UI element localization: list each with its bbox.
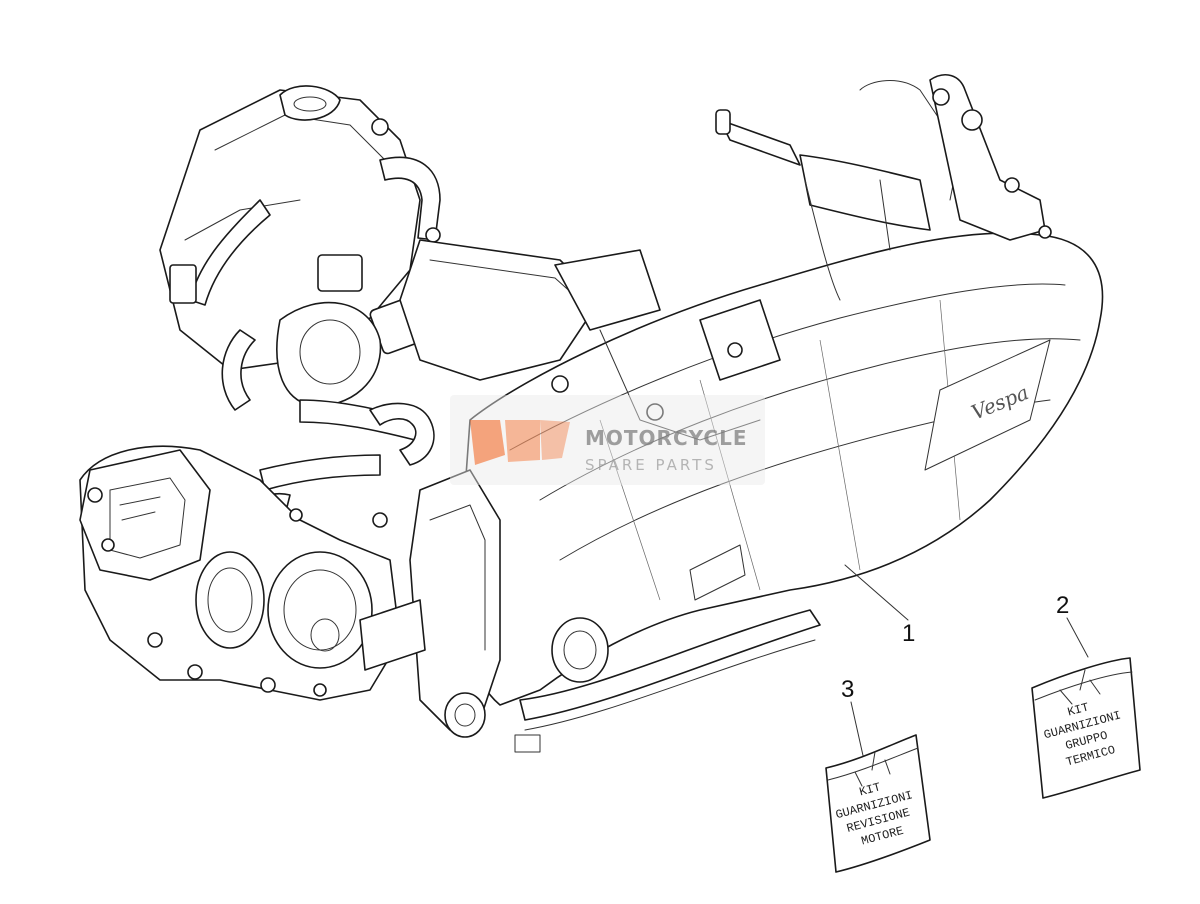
kit-2-line-1: KIT [1066,700,1090,719]
watermark-subtitle: SPARE PARTS [585,456,717,474]
rear-axle-bracket [715,74,1052,301]
kit-3-line-1: KIT [858,780,882,799]
intake-manifold [221,239,664,421]
kit-bag-3 [825,734,931,873]
upper-bracket [554,249,781,441]
crankcase [79,445,401,701]
callout-1[interactable]: 1 [844,564,915,647]
leader-line-2 [1066,617,1089,658]
callout-label-3: 3 [841,676,854,703]
stator-cover [267,551,373,669]
callout-label-1: 1 [902,620,915,647]
gasket-kit-engine-overhaul[interactable]: 3 KIT GUARNIZIONI REVISIONE MOTORE [825,676,931,873]
watermark-title: MOTORCYCLE [585,426,747,450]
gasket-kit-cylinder[interactable]: 2 KIT GUARNIZIONI GRUPPO TERMICO [1031,592,1141,799]
leader-line-1 [844,564,909,621]
watermark: MOTORCYCLE SPARE PARTS [450,395,765,485]
callout-label-2: 2 [1056,592,1069,619]
engine-assembly[interactable]: Vespa [79,74,1104,753]
kit-bag-2 [1031,657,1141,799]
engine-mount-link [359,469,541,753]
transmission-cover: Vespa [458,232,1104,731]
filler-port [551,617,609,683]
leader-line-3 [850,701,865,761]
